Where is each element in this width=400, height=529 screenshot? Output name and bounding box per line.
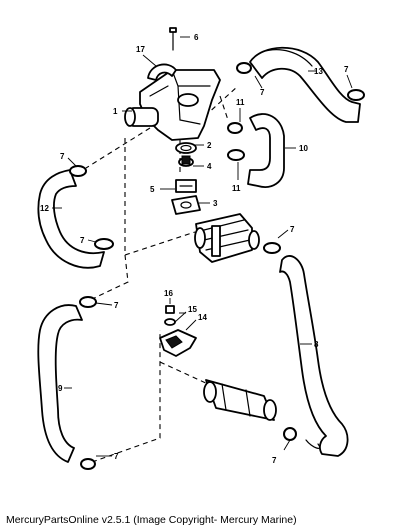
hose-10[interactable]: [247, 113, 285, 188]
hose-13[interactable]: [249, 46, 361, 123]
callout-17: 17: [136, 45, 145, 54]
bolt-6[interactable]: [169, 27, 177, 51]
callout-2: 2: [207, 141, 212, 150]
callout-11-a: 11: [236, 98, 245, 107]
callout-12: 12: [40, 204, 49, 213]
callout-7-a: 7: [260, 88, 265, 97]
callout-4: 4: [207, 162, 212, 171]
thermostat-housing-1[interactable]: [124, 69, 221, 141]
clamp-11-lower: [227, 149, 245, 161]
thermostat-4[interactable]: [178, 155, 194, 167]
gasket-2[interactable]: [175, 142, 197, 154]
clamp-7-top-right: [347, 89, 365, 101]
callout-6: 6: [194, 33, 199, 42]
clamp-11-upper: [227, 122, 243, 134]
retainer-5[interactable]: [175, 179, 197, 193]
callout-1: 1: [113, 107, 118, 116]
hose-9[interactable]: [37, 304, 83, 463]
washer-15[interactable]: [164, 318, 176, 326]
callout-10: 10: [299, 144, 308, 153]
callout-16: 16: [164, 289, 173, 298]
callout-11-b: 11: [232, 184, 241, 193]
water-pump[interactable]: [194, 213, 260, 263]
callout-14: 14: [198, 313, 207, 322]
gasket-3[interactable]: [171, 195, 201, 215]
callout-7-d: 7: [80, 236, 85, 245]
callout-leaders: [52, 36, 353, 457]
copyright-caption: MercuryPartsOnline v2.5.1 (Image Copyrig…: [6, 514, 297, 526]
callout-7-b: 7: [344, 65, 349, 74]
clamps[interactable]: [69, 62, 365, 470]
clamp-7-bottom-right: [283, 427, 297, 441]
clamp-7-bottom-left: [80, 458, 96, 470]
callout-7-e: 7: [290, 225, 295, 234]
clamp-7-top: [236, 62, 252, 74]
callout-9: 9: [58, 384, 63, 393]
callout-15: 15: [188, 305, 197, 314]
callout-5: 5: [150, 185, 155, 194]
clamp-7-mid-right: [263, 242, 281, 254]
callout-7-g: 7: [114, 452, 119, 461]
hose-12[interactable]: [37, 169, 105, 269]
callout-7-f: 7: [114, 301, 119, 310]
cooler-assembly[interactable]: [203, 379, 277, 421]
nut-16[interactable]: [165, 305, 175, 314]
callout-7-h: 7: [272, 456, 277, 465]
clamp-7-mid-left: [94, 238, 114, 250]
clamp-7-lower-left: [79, 296, 97, 308]
callout-3: 3: [213, 199, 218, 208]
callout-7-c: 7: [60, 152, 65, 161]
clamp-7-left: [69, 165, 87, 177]
callout-13: 13: [314, 67, 323, 76]
assembly-dashed-lines: [85, 85, 259, 463]
hose-8[interactable]: [279, 255, 349, 457]
callout-8: 8: [314, 340, 319, 349]
bracket-14[interactable]: [159, 329, 197, 357]
bracket-17[interactable]: [147, 63, 177, 81]
callout-labels: 6 17 1 2 4 5 3 7 13 7 11 10 11 7 12 7 7 …: [40, 33, 349, 465]
